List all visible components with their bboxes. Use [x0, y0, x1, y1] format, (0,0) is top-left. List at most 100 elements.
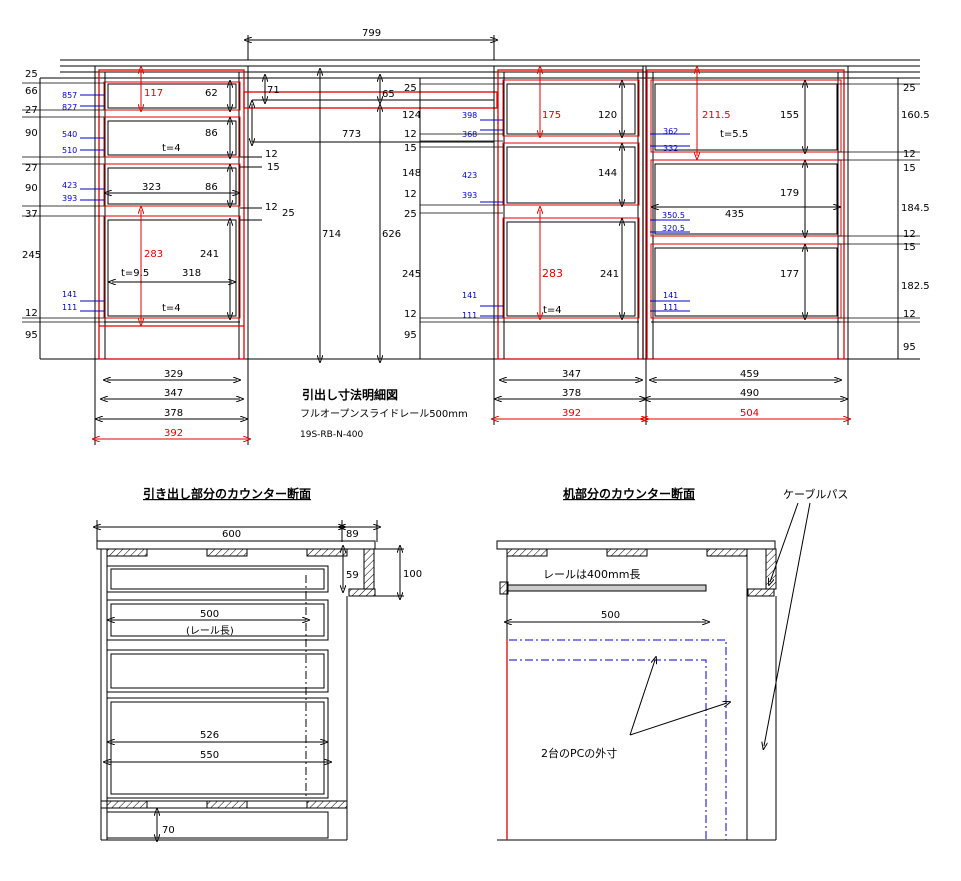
mrow-124: 124 — [402, 110, 421, 121]
dim-799: 799 — [362, 28, 381, 39]
lrow-37: 37 — [25, 209, 38, 220]
mid-blue-368: 368 — [462, 130, 477, 139]
left-blue-111: 111 — [62, 303, 77, 312]
left-blue-141: 141 — [62, 290, 77, 299]
right-dim-t55: t=5.5 — [720, 129, 748, 140]
left-dim-62: 62 — [205, 88, 218, 99]
mbot-392: 392 — [562, 408, 581, 419]
right-dim-211: 211.5 — [702, 110, 731, 121]
left-dim-117: 117 — [144, 88, 163, 99]
lrow-90b: 90 — [25, 183, 38, 194]
left-dim-86a: 86 — [205, 128, 218, 139]
left-blue-827: 827 — [62, 103, 77, 112]
mid-blue-141: 141 — [462, 291, 477, 300]
mid-blue-111: 111 — [462, 311, 477, 320]
right-dim-155: 155 — [780, 110, 799, 121]
rrow-95: 95 — [903, 342, 916, 353]
rrow-12a: 12 — [903, 149, 916, 160]
mid-dim-t4: t=4 — [543, 305, 562, 316]
rrow-12c: 12 — [903, 309, 916, 320]
drawer-section: 引き出し部分のカウンター断面 600 89 59 100 — [97, 486, 422, 840]
desk-gap: 71 65 773 714 626 — [243, 72, 498, 359]
sec-dim-70: 70 — [162, 825, 175, 836]
sec-dim-100: 100 — [403, 569, 422, 580]
right-blue-3205: 320.5 — [662, 224, 685, 233]
desk-dim-500: 500 — [601, 610, 620, 621]
left-dim-323: 323 — [142, 182, 161, 193]
left-blue-393: 393 — [62, 194, 77, 203]
right-blue-362: 362 — [663, 127, 678, 136]
right-blue-111: 111 — [663, 303, 678, 312]
lrow-95: 95 — [25, 330, 38, 341]
gap-dim-714: 714 — [322, 229, 341, 240]
rrow-1845: 184.5 — [901, 203, 930, 214]
mid-dim-120: 120 — [598, 110, 617, 121]
lbot-378: 378 — [164, 408, 183, 419]
rrow-15b: 15 — [903, 242, 916, 253]
left-blue-857: 857 — [62, 91, 77, 100]
mid-row-dims: 25 124 12 15 148 12 25 245 12 95 — [402, 78, 503, 359]
left-blue-510: 510 — [62, 146, 77, 155]
lrow-25: 25 — [25, 69, 38, 80]
elevation-title: 引出し寸法明細図 — [302, 387, 398, 402]
sec-dim-600: 600 — [222, 529, 241, 540]
lrow-12: 12 — [25, 308, 38, 319]
lrow-245: 245 — [22, 250, 41, 261]
right-bottom-dims: 459 490 504 — [644, 359, 848, 425]
right-row-dims: 25 160.5 12 15 184.5 12 15 182.5 12 95 — [838, 78, 930, 359]
elevation-view: 799 117 62 86 t=4 3 — [22, 28, 930, 445]
mid-blue-398: 398 — [462, 111, 477, 120]
left-dim-t4b: t=4 — [162, 303, 181, 314]
mbot-347: 347 — [562, 369, 581, 380]
left-dim-86b: 86 — [205, 182, 218, 193]
rrow-15a: 15 — [903, 163, 916, 174]
pc-outline-note: 2台のPCの外寸 — [541, 746, 617, 760]
left-blue-423: 423 — [62, 181, 77, 190]
lbot-329: 329 — [164, 369, 183, 380]
right-dim-177: 177 — [780, 269, 799, 280]
sec-dim-59: 59 — [346, 570, 359, 581]
mid-dim-175: 175 — [542, 110, 561, 121]
cable-path-label: ケーブルパス — [783, 487, 848, 501]
mid-bottom-dims: 347 378 392 — [494, 359, 646, 425]
mrow-12a: 12 — [404, 129, 417, 140]
right-blue-332: 332 — [663, 144, 678, 153]
left-dim-318: 318 — [182, 268, 201, 279]
mrow-245: 245 — [402, 269, 421, 280]
mrow-12b: 12 — [404, 189, 417, 200]
left-cabinet: 117 62 86 t=4 323 86 283 241 t=9.5 318 t… — [62, 65, 295, 360]
left-misc-12b: 12 — [265, 202, 278, 213]
left-dim-t4a: t=4 — [162, 143, 181, 154]
sec-dim-500: 500 — [200, 609, 219, 620]
desk-section-title: 机部分のカウンター断面 — [563, 486, 695, 501]
middle-cabinet: 175 120 144 283 241 t=4 398 368 423 393 … — [462, 65, 647, 360]
rbot-504: 504 — [740, 408, 759, 419]
mid-blue-423: 423 — [462, 171, 477, 180]
model-code: 19S-RB-N-400 — [300, 430, 364, 440]
rail-length-note: (レール長) — [186, 625, 234, 637]
left-bottom-dims: 329 347 378 392 — [95, 359, 248, 445]
lbot-392: 392 — [164, 428, 183, 439]
gap-dim-71: 71 — [267, 85, 280, 96]
sec-dim-550: 550 — [200, 750, 219, 761]
lrow-27a: 27 — [25, 105, 38, 116]
rbot-459: 459 — [740, 369, 759, 380]
rail-note: フルオープンスライドレール500mm — [300, 408, 468, 420]
right-dim-435: 435 — [725, 209, 744, 220]
left-dim-283: 283 — [144, 249, 163, 260]
mid-dim-283: 283 — [542, 267, 563, 280]
gap-dim-773: 773 — [342, 129, 361, 140]
mrow-15: 15 — [404, 143, 417, 154]
rail-400-note: レールは400mm長 — [543, 568, 640, 581]
lbot-347: 347 — [164, 388, 183, 399]
lrow-66: 66 — [25, 86, 38, 97]
lrow-27b: 27 — [25, 163, 38, 174]
desk-section: 机部分のカウンター断面 レールは400mm長 500 2台のPCの外寸 ケーブル… — [496, 486, 848, 841]
lrow-90a: 90 — [25, 128, 38, 139]
rrow-25: 25 — [903, 83, 916, 94]
mrow-148: 148 — [402, 168, 421, 179]
gap-dim-65: 65 — [382, 89, 395, 100]
mid-dim-144: 144 — [598, 168, 617, 179]
left-row-dims: 25 66 27 90 27 90 37 245 12 95 — [22, 69, 104, 359]
sec-dim-89: 89 — [346, 529, 359, 540]
